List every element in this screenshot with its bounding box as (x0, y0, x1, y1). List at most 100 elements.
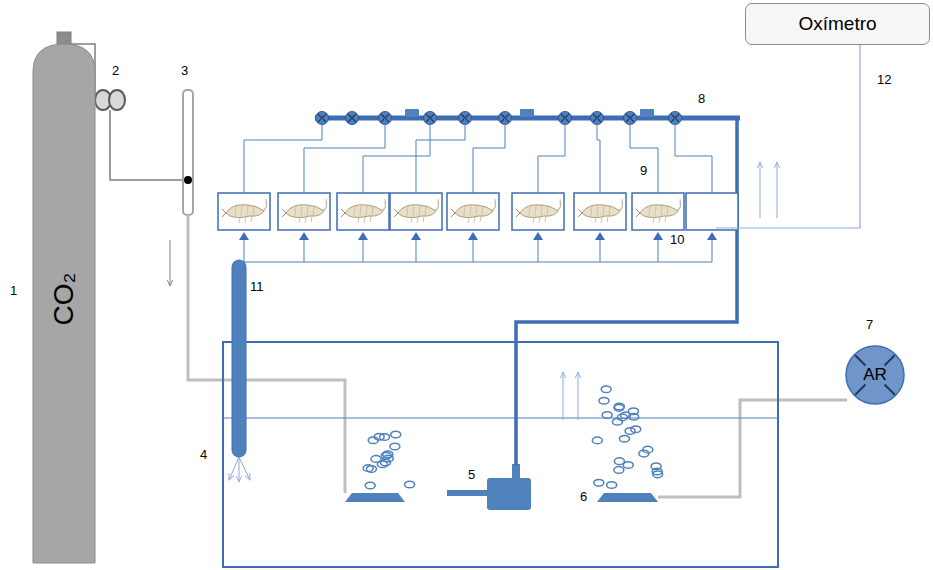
bubble (594, 479, 604, 486)
pump (487, 478, 531, 510)
feed-line (416, 118, 465, 193)
bubble (617, 414, 627, 421)
drain-fitting (358, 232, 368, 240)
bubble (390, 443, 400, 450)
air-line (658, 400, 847, 497)
air-label: AR (863, 365, 887, 385)
feed-line (675, 118, 712, 193)
shrimp-icon (394, 199, 439, 223)
water-line (223, 418, 778, 419)
outflow-arrow (239, 457, 250, 480)
culture-tank (686, 193, 738, 230)
bubble (614, 405, 624, 412)
drain-line (416, 238, 417, 262)
bubble (628, 408, 638, 415)
culture-tank (218, 193, 270, 230)
bubble (614, 458, 624, 465)
manifold-fitting (405, 109, 419, 117)
pump-inlet (447, 490, 489, 496)
pump-outlet (512, 464, 520, 479)
bubble (366, 466, 376, 473)
bubbles (363, 386, 663, 489)
bubble (371, 456, 381, 463)
return-riser (232, 260, 246, 457)
shrimp-icon (578, 199, 623, 223)
gas-label: CO₂ (48, 272, 80, 325)
bubble (643, 446, 653, 453)
feed-line (597, 118, 600, 193)
drain-fitting (595, 232, 605, 240)
shrimp-icon (341, 199, 386, 223)
reservoir-tank (223, 342, 778, 567)
bubble (619, 436, 629, 443)
instrument-box: Oxímetro (745, 3, 930, 45)
shrimp-icon (222, 199, 267, 223)
drain-line (538, 238, 539, 262)
air-pump: AR (845, 345, 905, 405)
drain-fitting (468, 232, 478, 240)
flow-arrow (563, 372, 564, 420)
bubble (612, 419, 622, 426)
bubble (607, 482, 617, 489)
return-line (239, 261, 712, 262)
bubble (365, 482, 375, 489)
bubble (592, 437, 602, 444)
feed-line (630, 118, 658, 193)
shrimp-icon (636, 199, 681, 223)
drain-line (712, 238, 713, 262)
culture-tank (574, 193, 626, 230)
feed-line (473, 118, 505, 193)
manifold-fitting (640, 109, 654, 117)
regulator-gauge (109, 90, 125, 110)
junction-dot (184, 176, 192, 184)
callout-number: 2 (112, 64, 119, 77)
bubble (652, 468, 662, 475)
bubble (602, 412, 612, 419)
bubble (601, 386, 611, 393)
drain-line (473, 238, 474, 262)
culture-tanks (218, 118, 738, 262)
drain-line (600, 238, 601, 262)
culture-tank (278, 193, 330, 230)
callout-number: 5 (468, 468, 475, 481)
co2-diffuser (345, 493, 405, 502)
flow-arrow (777, 162, 778, 218)
co2-line (188, 215, 345, 493)
oximeter-cable (716, 45, 860, 228)
drain-fitting (533, 232, 543, 240)
gas-line (110, 110, 188, 180)
callout-number: 12 (877, 73, 891, 86)
flow-arrow (760, 162, 761, 218)
callout-number: 9 (640, 164, 647, 177)
drain-line (304, 238, 305, 262)
drain-line (363, 238, 364, 262)
feed-line (244, 118, 322, 193)
callout-number: 3 (181, 64, 188, 77)
gas-cylinder: CO₂ (33, 32, 95, 565)
drain-line (244, 238, 245, 262)
feed-line (538, 118, 565, 193)
bubble (380, 434, 390, 441)
feed-line (363, 118, 430, 193)
flowmeter (183, 90, 193, 215)
bubble (391, 431, 401, 438)
bubble (380, 459, 390, 466)
drain-fitting (707, 232, 717, 240)
callout-number: 6 (580, 490, 587, 503)
shrimp-icon (282, 199, 327, 223)
air-diffuser (597, 493, 658, 502)
culture-tank (390, 193, 442, 230)
drain-fitting (411, 232, 421, 240)
drain-fitting (299, 232, 309, 240)
valve (346, 112, 359, 125)
shrimp-icon (451, 199, 496, 223)
drain-fitting (653, 232, 663, 240)
bubble (368, 437, 378, 444)
shrimp-icon (516, 199, 561, 223)
manifold-parts (316, 109, 682, 125)
supply-pipe (516, 118, 737, 465)
bubble (614, 467, 624, 474)
callout-number: 10 (670, 233, 684, 246)
